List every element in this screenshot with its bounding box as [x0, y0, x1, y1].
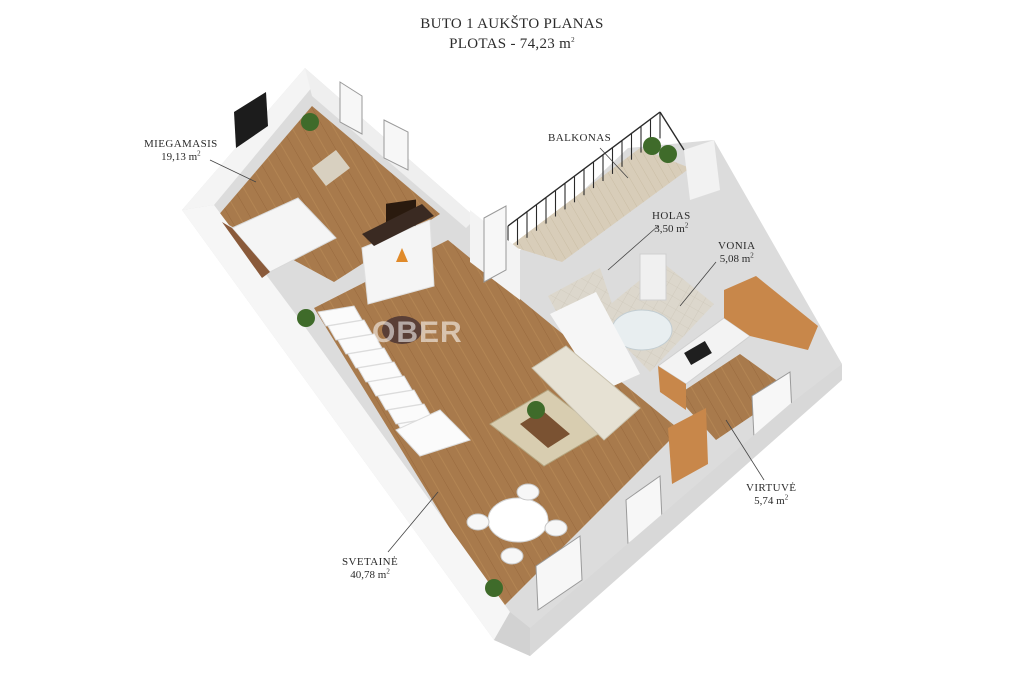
bed-headboard [222, 222, 270, 278]
facade-windows [339, 81, 793, 611]
dining-table [487, 497, 549, 543]
room-name: VIRTUVĖ [746, 482, 797, 494]
balcony-floor [510, 148, 690, 262]
bathroom-cabinet [639, 253, 667, 301]
staircase [317, 305, 471, 457]
balcony-wall [684, 140, 720, 200]
room-area: 40,78 m2 [350, 567, 390, 581]
room-name: BALKONAS [548, 132, 612, 144]
fridge-cabinet [668, 408, 708, 484]
kitchen-cabinets-front [658, 366, 686, 410]
plant [485, 579, 503, 597]
room-label-vonia: VONIA 5,08 m2 [718, 240, 755, 266]
bath-wall [550, 292, 640, 392]
plant [527, 401, 545, 419]
total-area: PLOTAS - 74,23 m [449, 36, 572, 52]
room-label-miegamasis: MIEGAMASIS 19,13 m2 [144, 138, 218, 164]
plant [297, 309, 315, 327]
room-area: 19,13 m2 [161, 149, 201, 163]
tv [234, 92, 268, 148]
watermark-logo: OBER [372, 316, 463, 349]
dining-chair [500, 547, 524, 565]
room-name: HOLAS [652, 210, 691, 222]
dining-chair [466, 513, 490, 531]
room-name: VONIA [718, 240, 756, 252]
bedroom-back-wall [182, 68, 318, 210]
sofa [531, 345, 641, 441]
room-label-svetaine: SVETAINĖ 40,78 m2 [342, 556, 398, 582]
plan-title: BUTO 1 AUKŠTO PLANAS PLOTAS - 74,23 m2 [412, 14, 612, 54]
room-label-holas: HOLAS 3,50 m2 [652, 210, 691, 236]
fireplace-flame [396, 248, 408, 262]
room-area: 5,74 m2 [754, 493, 789, 507]
stair-landing [395, 409, 471, 457]
left-long-wall-side [494, 612, 530, 656]
dining-chair [544, 519, 568, 537]
title-line-1: BUTO 1 AUKŠTO PLANAS [420, 16, 604, 32]
dining-chair [516, 483, 540, 501]
kitchen-tall-cabinets [724, 276, 818, 350]
total-area-unit-sup: 2 [571, 36, 575, 44]
balcony-railing [507, 111, 685, 227]
wardrobe [362, 204, 434, 246]
plant [643, 137, 661, 155]
plant [659, 145, 677, 163]
room-label-balkonas: BALKONAS [548, 132, 611, 145]
plant [301, 113, 319, 131]
title-line-2: PLOTAS - 74,23 m2 [412, 34, 612, 54]
coffee-table [520, 410, 570, 448]
dining-chairs [466, 483, 568, 565]
bedroom-armchair [312, 150, 350, 186]
plants [297, 113, 677, 597]
left-long-wall [182, 205, 510, 640]
room-name: MIEGAMASIS [144, 138, 218, 150]
room-label-virtuve: VIRTUVĖ 5,74 m2 [746, 482, 796, 508]
room-area: 3,50 m2 [654, 221, 689, 235]
room-area: 5,08 m2 [719, 251, 754, 265]
lounge-chair [382, 316, 422, 344]
bed [231, 197, 337, 273]
room-name: SVETAINĖ [342, 556, 399, 568]
cooktop [684, 340, 712, 366]
label-leaders [209, 147, 765, 553]
right-facade-wall [530, 364, 842, 656]
